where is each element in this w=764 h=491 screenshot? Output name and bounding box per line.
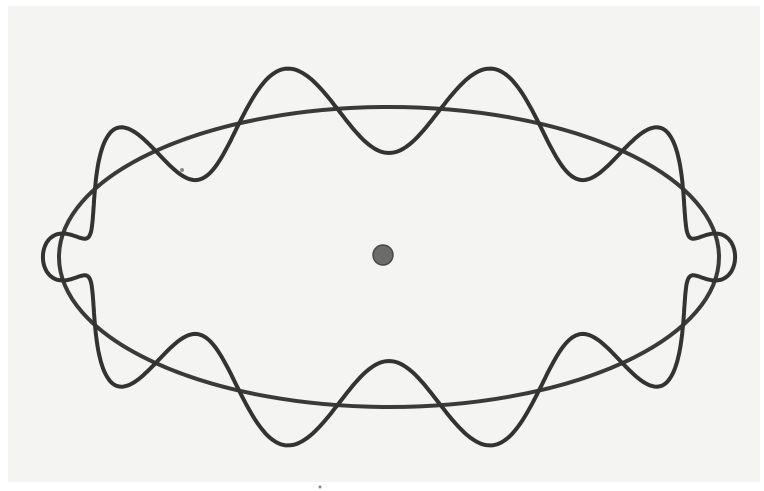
scan-speck-bottom <box>319 486 322 489</box>
scan-speck <box>180 168 184 172</box>
paper-background <box>8 6 760 482</box>
